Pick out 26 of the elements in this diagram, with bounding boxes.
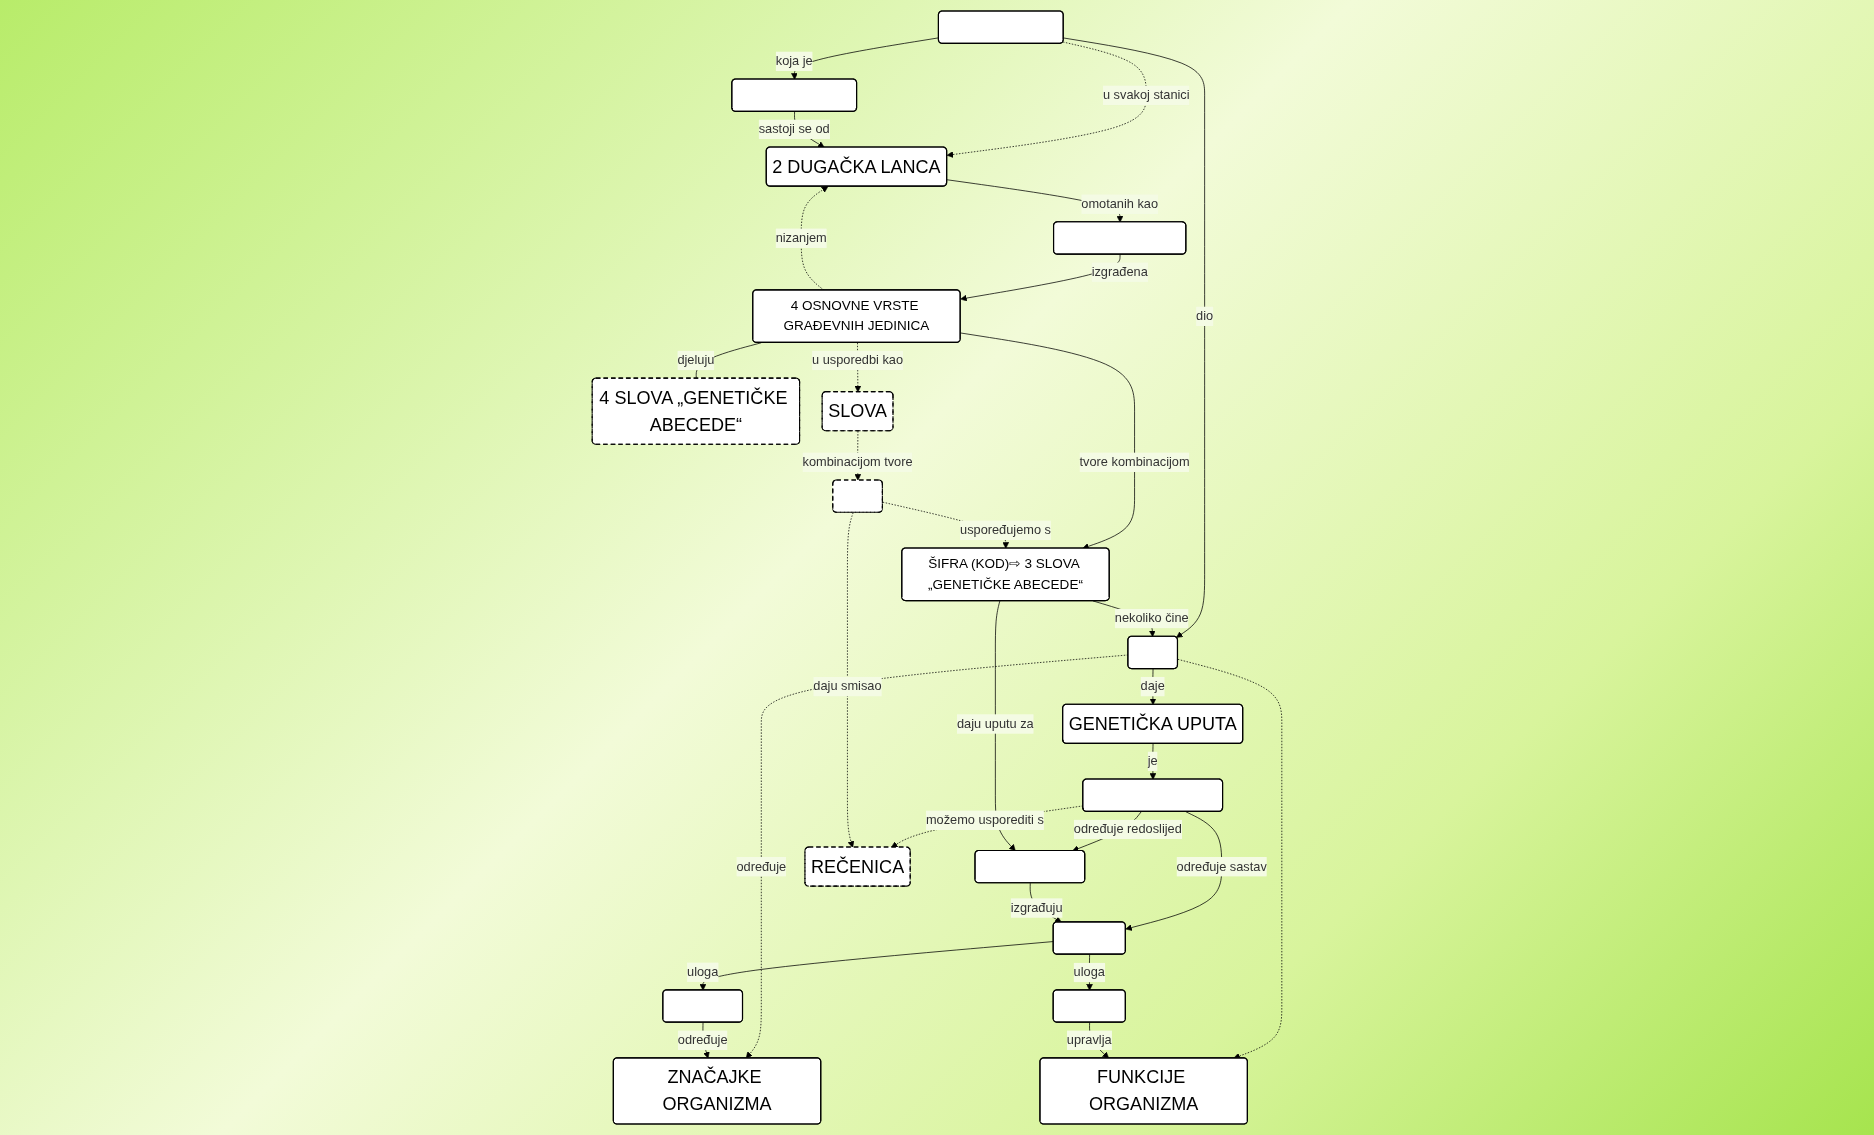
- edge-label: u usporedbi kao: [812, 352, 904, 368]
- edge-label: određuje: [736, 859, 787, 874]
- edge-label: određuje: [677, 1032, 728, 1047]
- edge-label: u svakoj stanici: [1102, 87, 1190, 103]
- edge-label: kombinacijom tvore: [802, 454, 913, 470]
- edge-label: uloga: [687, 964, 719, 979]
- edge-label: uspoređujemo s: [960, 522, 1051, 538]
- edge-label: omotanih kao: [1081, 196, 1159, 211]
- edge-label: nekoliko čine: [1114, 611, 1189, 626]
- edge-label: daje: [1140, 679, 1165, 694]
- edge-label: izgrađena: [1091, 264, 1148, 279]
- edge-label: izgrađuju: [1010, 900, 1063, 915]
- edge-label: sastoji se od: [758, 121, 830, 137]
- edge-label: je: [1147, 753, 1158, 769]
- edge-label: uloga: [1073, 965, 1105, 980]
- edge-label: određuje redoslijed: [1073, 821, 1182, 837]
- edge-label: nizanjem: [775, 230, 827, 245]
- edge-label: daju uputu za: [957, 716, 1034, 731]
- edge-label: tvore kombinacijom: [1079, 454, 1190, 470]
- edge-label: dio: [1196, 308, 1214, 324]
- edge-label: daju smisao: [813, 679, 882, 694]
- edge-label: određuje sastav: [1176, 859, 1267, 874]
- edge-label: koja je: [775, 53, 813, 69]
- edge-label: upravlja: [1066, 1032, 1112, 1047]
- edge-label: možemo usporediti s: [925, 812, 1044, 827]
- edge-label: djeluju: [677, 352, 715, 368]
